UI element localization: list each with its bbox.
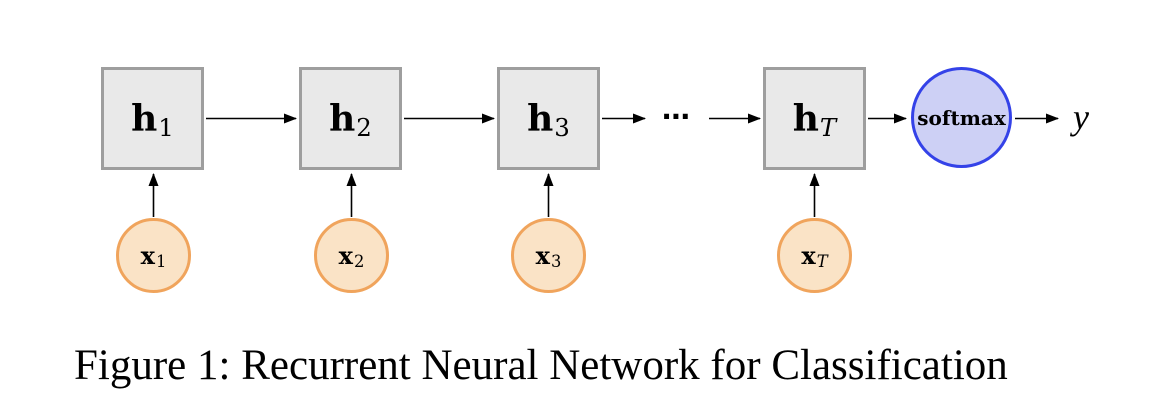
node-h2: h2: [299, 67, 402, 170]
node-xT-label: xT: [801, 240, 828, 272]
output-y-label: y: [1073, 97, 1089, 138]
node-hT-symbol: h: [792, 97, 819, 140]
node-h1: h1: [101, 67, 204, 170]
node-x3-label: x3: [535, 240, 562, 272]
node-x1: x1: [116, 218, 191, 293]
node-x2-label: x2: [338, 240, 365, 272]
node-h1-symbol: h: [131, 97, 158, 140]
node-h3-symbol: h: [527, 97, 554, 140]
node-x3-symbol: x: [535, 240, 550, 270]
node-hT-subscript: T: [819, 112, 837, 142]
node-h3: h3: [497, 67, 600, 170]
node-softmax: softmax: [911, 67, 1012, 168]
node-h2-subscript: 2: [356, 112, 372, 142]
node-h3-subscript: 3: [554, 112, 570, 142]
node-h2-symbol: h: [329, 97, 356, 140]
node-xT-symbol: x: [801, 240, 816, 270]
node-x1-symbol: x: [140, 240, 155, 270]
node-x1-subscript: 1: [155, 252, 167, 272]
softmax-label: softmax: [917, 105, 1006, 130]
node-x2: x2: [314, 218, 389, 293]
node-h2-label: h2: [329, 97, 372, 140]
ellipsis-dots: ⋯: [662, 100, 692, 133]
node-hT: hT: [763, 67, 866, 170]
node-x1-label: x1: [140, 240, 167, 272]
node-x2-symbol: x: [338, 240, 353, 270]
node-xT-subscript: T: [816, 252, 828, 272]
node-h1-subscript: 1: [158, 112, 174, 142]
figure-caption: Figure 1: Recurrent Neural Network for C…: [74, 342, 1008, 389]
node-x3-subscript: 3: [550, 252, 562, 272]
node-xT: xT: [777, 218, 852, 293]
node-hT-label: hT: [792, 97, 837, 140]
node-x2-subscript: 2: [353, 252, 365, 272]
node-x3: x3: [511, 218, 586, 293]
node-h1-label: h1: [131, 97, 174, 140]
node-h3-label: h3: [527, 97, 570, 140]
